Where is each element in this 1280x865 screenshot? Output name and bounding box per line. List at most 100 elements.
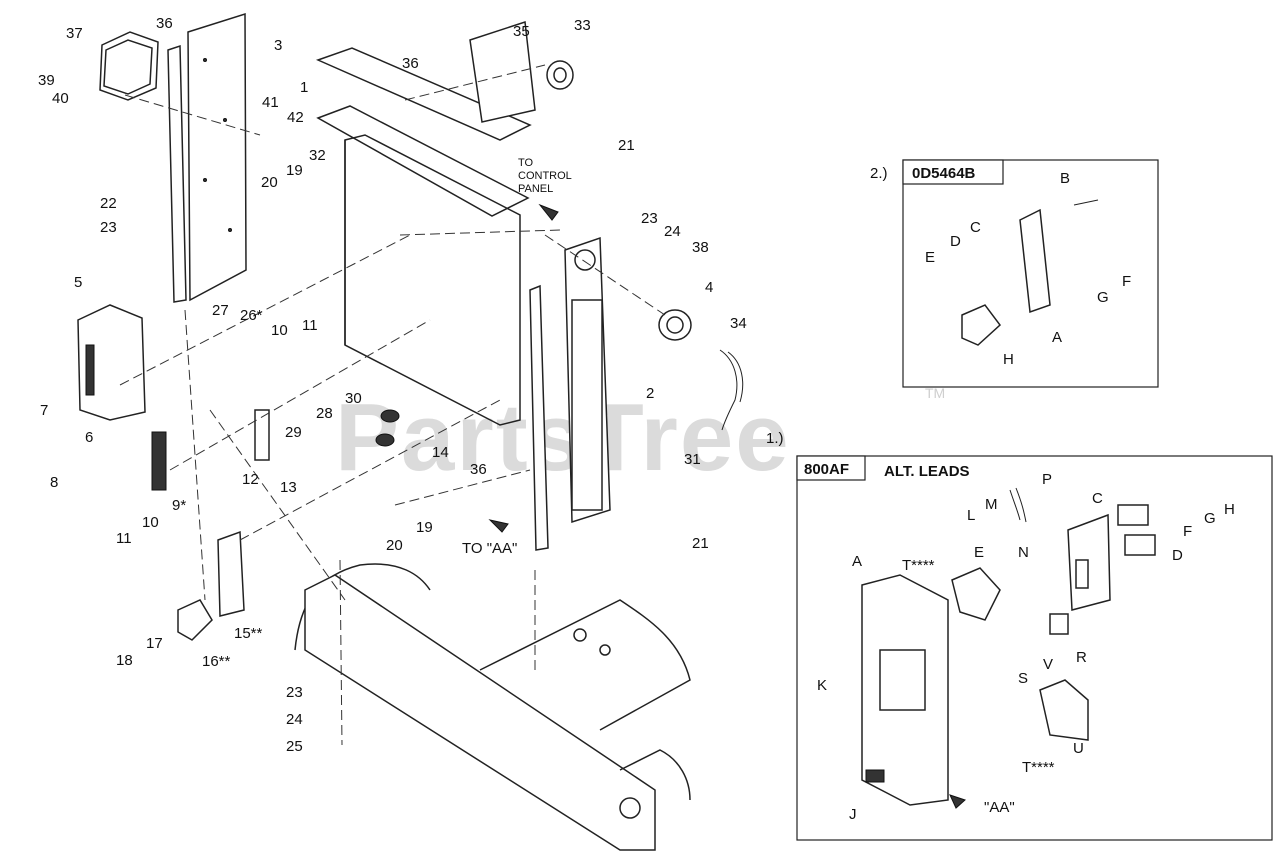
- inset-2-label-e: E: [925, 249, 935, 266]
- inset-2-label-g: G: [1097, 289, 1109, 306]
- callout: 23: [641, 210, 658, 227]
- part-33-shape: [546, 60, 574, 90]
- callout: 23: [286, 684, 303, 701]
- inset-1-label-p: P: [1042, 471, 1052, 488]
- part-36-left-strip: [167, 44, 187, 303]
- part-35-shape: [469, 21, 536, 123]
- to-aa-label: TO "AA": [462, 540, 517, 557]
- inset-1-label-g: G: [1204, 510, 1216, 527]
- callout: 39: [38, 72, 55, 89]
- callout: 21: [618, 137, 635, 154]
- part-2-shape: [564, 236, 611, 524]
- callout: 27: [212, 302, 229, 319]
- inset-1: 1.) 800AF ALT. LEADS M P L N C E H G F: [766, 430, 1273, 841]
- part-15-shape: [217, 530, 245, 617]
- callout: 26*: [240, 307, 263, 324]
- callout: 9*: [172, 497, 186, 514]
- part-34-cable: [719, 349, 738, 431]
- inset-1-alt-leads: ALT. LEADS: [884, 463, 970, 480]
- inset-2-label-c: C: [970, 219, 981, 236]
- callout: 29: [285, 424, 302, 441]
- callout: 19: [286, 162, 303, 179]
- base-frame: [294, 563, 691, 851]
- inset-1-label-f: F: [1183, 523, 1192, 540]
- callout: 8: [50, 474, 58, 491]
- callout: 17: [146, 635, 163, 652]
- inset-1-label-c: C: [1092, 490, 1103, 507]
- inset-1-label-a: A: [852, 553, 862, 570]
- callout: 25: [286, 738, 303, 755]
- callout: 31: [684, 451, 701, 468]
- callout: 22: [100, 195, 117, 212]
- part-37-shape: [99, 31, 159, 101]
- callout: 36: [402, 55, 419, 72]
- callout: 18: [116, 652, 133, 669]
- callout: 34: [730, 315, 747, 332]
- main-callouts: 39 40 37 36 3 41 42 22 23 20 19 32 35 33…: [38, 15, 747, 755]
- inset-1-label-d: D: [1172, 547, 1183, 564]
- arrow-to-control-panel: [538, 203, 559, 221]
- to-control-line2: CONTROL: [518, 170, 572, 182]
- callout: 24: [286, 711, 303, 728]
- inset-1-label-s: S: [1018, 670, 1028, 687]
- callout: 14: [432, 444, 449, 461]
- callout: 37: [66, 25, 83, 42]
- dashed-leaders: [119, 64, 666, 746]
- callout: 38: [692, 239, 709, 256]
- callout: 36: [470, 461, 487, 478]
- inset-1-label-r: R: [1076, 649, 1087, 666]
- inset-1-label-l: L: [967, 507, 975, 524]
- callout: 1: [300, 79, 308, 96]
- to-control-line3: PANEL: [518, 183, 553, 195]
- callout: 16**: [202, 653, 231, 670]
- callout: 30: [345, 390, 362, 407]
- callout: 15**: [234, 625, 263, 642]
- inset-2-label-h: H: [1003, 351, 1014, 368]
- watermark-tm: TM: [925, 385, 945, 401]
- to-control-line1: TO: [518, 157, 534, 169]
- callout: 20: [386, 537, 403, 554]
- callout: 42: [287, 109, 304, 126]
- inset-1-title: 1.): [766, 430, 784, 447]
- callout: 19: [416, 519, 433, 536]
- callout: 40: [52, 90, 69, 107]
- inset-1-label-k: K: [817, 677, 827, 694]
- inset-1-part-number: 800AF: [804, 461, 849, 478]
- callout: 2: [646, 385, 654, 402]
- callout: 33: [574, 17, 591, 34]
- inset-1-label-h: H: [1224, 501, 1235, 518]
- inset-1-label-m: M: [985, 496, 998, 513]
- callout: 23: [100, 219, 117, 236]
- inset-1-label-j: J: [849, 806, 857, 823]
- callout: 20: [261, 174, 278, 191]
- part-14-shape: [375, 409, 400, 447]
- inset-1-label-n: N: [1018, 544, 1029, 561]
- inset-2: 2.) 0D5464B B C D E F G A H: [870, 159, 1159, 388]
- callout: 4: [705, 279, 713, 296]
- callout: 11: [302, 317, 318, 334]
- part-3-shape: [187, 12, 247, 302]
- part-9-shape: [151, 431, 167, 491]
- inset-1-label-t-top: T****: [902, 557, 935, 574]
- inset-1-label-t-bottom: T****: [1022, 759, 1055, 776]
- callout: 24: [664, 223, 681, 240]
- callout: 35: [513, 23, 530, 40]
- inset-2-label-b: B: [1060, 170, 1070, 187]
- watermark: PartsTree: [335, 384, 791, 491]
- part-4-shape: [658, 309, 692, 341]
- inset-2-label-f: F: [1122, 273, 1131, 290]
- callout: 11: [116, 530, 132, 547]
- part-16-shape: [177, 599, 213, 641]
- inset-1-label-aa: "AA": [984, 799, 1015, 816]
- callout: 3: [274, 37, 282, 54]
- inset-2-part-number: 0D5464B: [912, 165, 976, 182]
- inset-2-label-d: D: [950, 233, 961, 250]
- arrow-to-aa: [488, 519, 509, 533]
- callout: 21: [692, 535, 709, 552]
- callout: 13: [280, 479, 297, 496]
- callout: 12: [242, 471, 259, 488]
- inset-1-label-u: U: [1073, 740, 1084, 757]
- callout: 10: [271, 322, 288, 339]
- part-36-mid-strip: [529, 284, 549, 551]
